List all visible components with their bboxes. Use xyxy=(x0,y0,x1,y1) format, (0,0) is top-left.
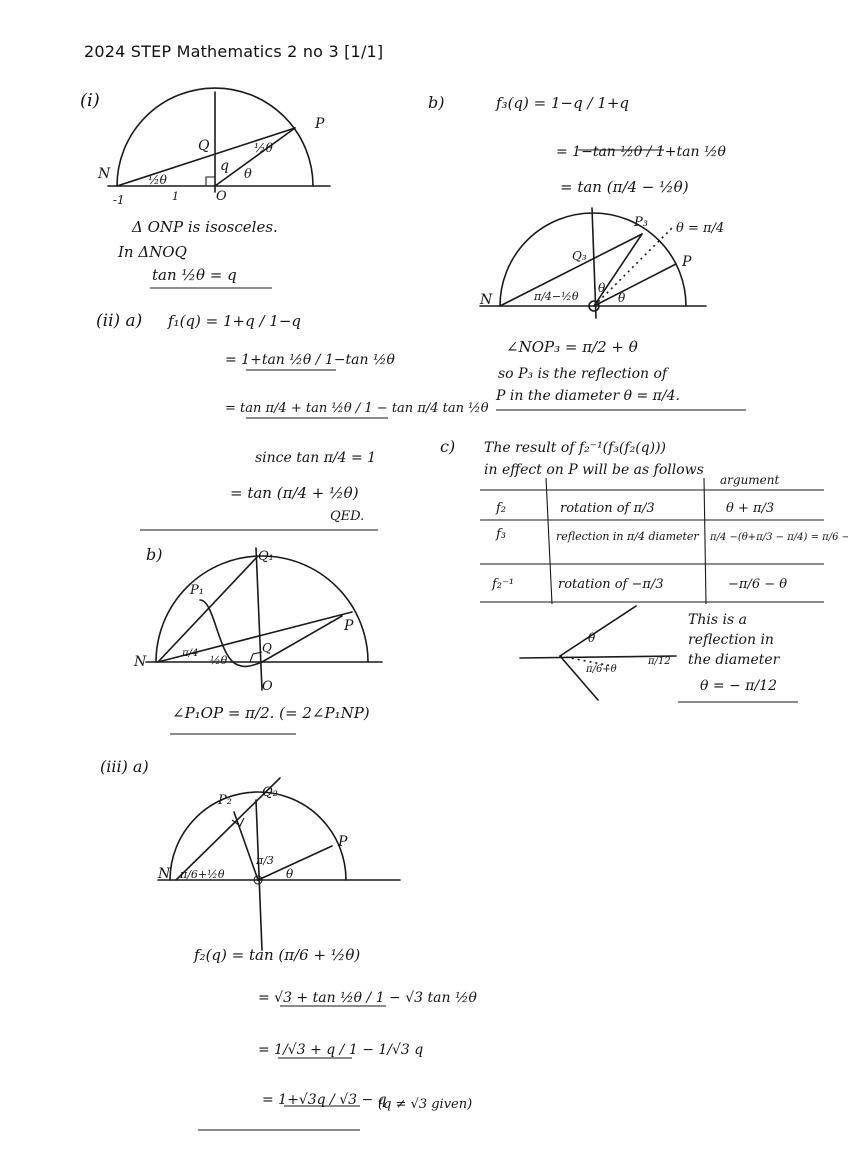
f1-line-2: = 1+tan ½θ / 1−tan ½θ xyxy=(225,352,396,368)
label-P-iiia: P xyxy=(337,834,348,850)
label-theta-b2: θ xyxy=(618,291,626,305)
label-angle-b: π/4−½θ xyxy=(533,290,579,303)
part-ii-b-label: b) xyxy=(146,545,162,564)
label-N-iiia: N xyxy=(157,866,171,882)
label-Q: Q xyxy=(198,138,210,154)
label-theta: θ xyxy=(244,167,252,182)
row-1-arg: θ + π/3 xyxy=(726,501,774,516)
f1: f₁(q) = 1+q / 1−q xyxy=(167,312,301,330)
label-minus-one: -1 xyxy=(113,193,125,207)
row-2-fn: f₃ xyxy=(495,527,506,542)
conclusion-1: This is a xyxy=(688,612,747,628)
f1-line-4: since tan π/4 = 1 xyxy=(255,450,376,466)
diagram-b-right: N P₃ Q₃ P θ = π/4 π/4−½θ θ θ xyxy=(479,207,724,319)
row-2-arg: π/4 −(θ+π/3 − π/4) = π/6 − θ xyxy=(709,532,848,543)
label-pi3: π/3 xyxy=(255,854,274,867)
part-c-label: c) xyxy=(440,437,455,456)
qed: QED. xyxy=(330,509,364,524)
label-theta-c: θ xyxy=(588,631,596,645)
part-b-right-label: b) xyxy=(428,93,444,112)
conclusion-3: the diameter xyxy=(688,652,781,668)
page-title: 2024 STEP Mathematics 2 no 3 [1/1] xyxy=(84,42,384,61)
label-P1: P₁ xyxy=(189,583,204,598)
label-Q1: Q₁ xyxy=(258,549,274,564)
table-argument-header: argument xyxy=(720,473,780,487)
transformation-table: argument f₂ rotation of π/3 θ + π/3 f₃ r… xyxy=(480,473,848,605)
label-N-iib: N xyxy=(133,654,147,670)
row-1-op: rotation of π/3 xyxy=(560,501,655,516)
label-theta-b1: θ xyxy=(598,281,606,295)
f3-line-3: = tan (π/4 − ½θ) xyxy=(560,178,689,196)
label-Q3: Q₃ xyxy=(572,249,587,263)
label-O-iib: O xyxy=(262,679,273,694)
angle-p1op: ∠P₁OP = π/2. (= 2∠P₁NP) xyxy=(172,704,370,722)
f2-given: (q ≠ √3 given) xyxy=(378,1097,472,1112)
f3-line-1: f₃(q) = 1−q / 1+q xyxy=(495,94,629,112)
f2-line-1: f₂(q) = tan (π/6 + ½θ) xyxy=(193,946,360,964)
label-pi12: π/12 xyxy=(647,656,671,667)
conclusion-4: θ = − π/12 xyxy=(700,678,777,694)
row-1-fn: f₂ xyxy=(495,501,506,516)
label-theta-iiia: θ xyxy=(286,867,294,881)
f1-line-5: = tan (π/4 + ½θ) xyxy=(230,484,359,502)
part-i-label: (i) xyxy=(80,90,100,111)
label-pi4: π/4 xyxy=(181,648,198,659)
f2-line-4: = 1+√3q / √3 − q xyxy=(262,1092,387,1108)
after-3: P in the diameter θ = π/4. xyxy=(495,388,680,404)
row-2-op: reflection in π/4 diameter xyxy=(556,530,699,543)
label-one: 1 xyxy=(172,190,179,203)
row-3-arg: −π/6 − θ xyxy=(728,577,787,592)
label-Q2: Q₂ xyxy=(262,785,278,800)
after-1: ∠NOP₃ = π/2 + θ xyxy=(506,338,638,356)
diagram-c: θ π/6+θ π/12 xyxy=(519,605,677,701)
label-N-b: N xyxy=(479,292,493,308)
f3-line-2: = 1−tan ½θ / 1+tan ½θ xyxy=(556,144,727,160)
label-P: P xyxy=(314,116,325,132)
line-i-1: Δ ONP is isosceles. xyxy=(131,218,278,236)
f2-line-3: = 1/√3 + q / 1 − 1/√3 q xyxy=(258,1042,423,1058)
line-i-3: tan ½θ = q xyxy=(152,266,237,284)
label-P2: P₂ xyxy=(217,793,232,808)
label-q: q xyxy=(220,158,229,174)
label-half-theta-left: ½θ xyxy=(148,173,168,187)
label-O: O xyxy=(216,189,227,204)
label-P-iib: P xyxy=(343,618,354,634)
label-P3: P₃ xyxy=(633,215,648,230)
label-angle-c: π/6+θ xyxy=(585,664,617,675)
f2-line-2: = √3 + tan ½θ / 1 − √3 tan ½θ xyxy=(258,990,478,1006)
c-intro-1: The result of f₂⁻¹(f₃(f₂(q))) xyxy=(484,440,666,456)
label-N: N xyxy=(97,166,111,182)
part-ii-a-label: (ii) a) xyxy=(96,311,142,331)
f1-line-3: = tan π/4 + tan ½θ / 1 − tan π/4 tan ½θ xyxy=(225,401,489,416)
label-theta-eq: θ = π/4 xyxy=(676,221,724,236)
diagram-ii-b: N P₁ Q₁ P Q O π/4 ½θ xyxy=(133,547,383,694)
conclusion-2: reflection in xyxy=(688,632,774,648)
label-Q-iib: Q xyxy=(262,641,272,655)
label-half-theta-iib: ½θ xyxy=(210,654,228,667)
label-angle-iiia: π/6+½θ xyxy=(179,868,225,881)
label-half-theta-top: ½θ xyxy=(254,141,274,155)
row-3-fn: f₂⁻¹ xyxy=(491,577,514,592)
after-2: so P₃ is the reflection of xyxy=(498,366,670,382)
label-P-b: P xyxy=(681,254,692,270)
c-intro-2: in effect on P will be as follows xyxy=(484,462,704,478)
line-i-2: In ΔNOQ xyxy=(117,243,187,261)
diagram-iii-a: N P₂ Q₂ P π/3 θ π/6+½θ xyxy=(157,777,401,951)
row-3-op: rotation of −π/3 xyxy=(558,577,664,592)
part-iii-a-label: (iii) a) xyxy=(100,757,149,776)
diagram-i: N P Q q θ ½θ ½θ -1 1 O xyxy=(97,87,331,207)
